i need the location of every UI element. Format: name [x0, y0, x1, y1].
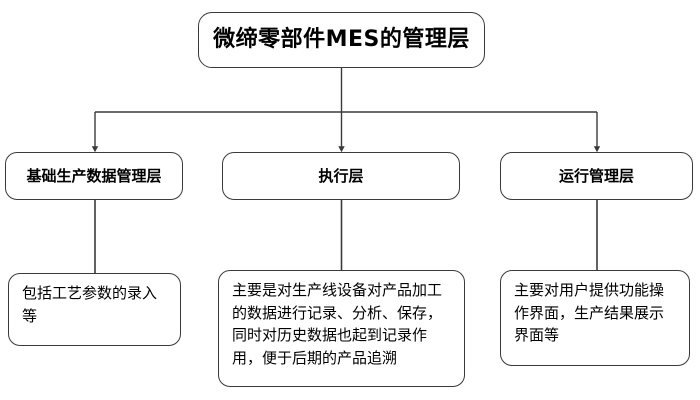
description-node-operation-management[interactable]: 主要对用户提供功能操作界面，生产结果展示界面等 — [500, 270, 690, 366]
description-node-basic-production-data[interactable]: 包括工艺参数的录入等 — [8, 273, 181, 346]
root-node-management-layer[interactable]: 微缔零部件MES的管理层 — [198, 12, 485, 68]
description-node-execution[interactable]: 主要是对生产线设备对产品加工的数据进行记录、分析、保存，同时对历史数据也起到记录… — [218, 270, 465, 387]
layer-node-execution[interactable]: 执行层 — [222, 152, 460, 200]
layer-node-operation-management[interactable]: 运行管理层 — [500, 152, 693, 200]
layer-node-label: 基础生产数据管理层 — [26, 167, 162, 185]
layer-node-label: 运行管理层 — [558, 167, 634, 185]
layer-node-label: 执行层 — [318, 167, 364, 185]
description-node-label: 包括工艺参数的录入等 — [22, 284, 158, 325]
description-node-label: 主要对用户提供功能操作界面，生产结果展示界面等 — [514, 281, 665, 344]
root-node-label: 微缔零部件MES的管理层 — [213, 26, 470, 52]
layer-node-basic-production-data[interactable]: 基础生产数据管理层 — [5, 152, 183, 200]
description-node-label: 主要是对生产线设备对产品加工的数据进行记录、分析、保存，同时对历史数据也起到记录… — [232, 281, 443, 367]
